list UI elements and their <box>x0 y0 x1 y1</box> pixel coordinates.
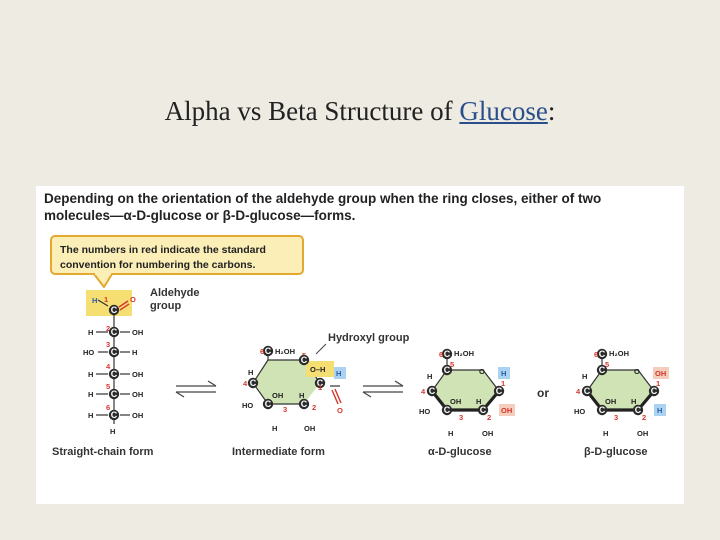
alpha-glucose-label: α-D-glucose <box>428 446 492 458</box>
svg-text:OH: OH <box>132 390 143 399</box>
or-label: or <box>537 386 549 400</box>
svg-text:H: H <box>92 296 97 305</box>
svg-text:H₂OH: H₂OH <box>275 347 295 356</box>
svg-text:OH: OH <box>272 391 283 400</box>
svg-text:HO: HO <box>419 407 430 416</box>
svg-text:OH: OH <box>637 429 648 438</box>
hydroxyl-label: Hydroxyl group <box>328 332 410 344</box>
svg-text:O: O <box>130 295 136 304</box>
title-prefix: Alpha vs Beta Structure of <box>164 96 460 126</box>
svg-text:O: O <box>337 406 343 415</box>
svg-text:4: 4 <box>421 387 426 396</box>
svg-text:H: H <box>582 372 587 381</box>
intermediate-structure: O–H H O 6 H₂OH 5 4 3 2 1 H HO OH H H OH <box>242 345 346 433</box>
svg-text:3: 3 <box>459 413 463 422</box>
svg-text:4: 4 <box>576 387 581 396</box>
svg-text:HO: HO <box>242 401 253 410</box>
svg-text:4: 4 <box>106 362 111 371</box>
svg-text:H: H <box>631 397 636 406</box>
svg-text:2: 2 <box>487 413 491 422</box>
svg-text:1: 1 <box>104 295 108 304</box>
glucose-diagram: C Depending on the orientation of the al… <box>44 191 669 458</box>
caption-line-2: molecules—α-D-glucose or β-D-glucose—for… <box>44 208 355 223</box>
svg-text:H: H <box>88 328 93 337</box>
svg-text:2: 2 <box>642 413 646 422</box>
beta-glucose-label: β-D-glucose <box>584 446 648 458</box>
svg-text:OH: OH <box>605 397 616 406</box>
svg-text:H: H <box>88 411 93 420</box>
straight-chain-structure: H 1 O 2 H OH 3 HO H 4 H OH 5 H OH 6 H OH <box>83 290 143 436</box>
svg-text:OH: OH <box>132 411 143 420</box>
aldehyde-label-line-2: group <box>150 300 181 312</box>
svg-text:OH: OH <box>304 424 315 433</box>
svg-text:H: H <box>299 391 304 400</box>
equilibrium-arrow-1 <box>175 380 217 398</box>
svg-text:H: H <box>501 369 506 378</box>
svg-text:HO: HO <box>83 348 94 357</box>
beta-glucose-structure: O 6 H₂OH 5 4 3 2 1 OH H H HO OH H H OH <box>574 348 669 438</box>
svg-text:3: 3 <box>106 340 110 349</box>
svg-text:4: 4 <box>243 379 248 388</box>
svg-text:1: 1 <box>318 383 322 392</box>
slide-title: Alpha vs Beta Structure of Glucose: <box>0 96 720 127</box>
svg-text:6: 6 <box>260 347 264 356</box>
title-suffix: : <box>547 96 556 126</box>
svg-text:3: 3 <box>614 413 618 422</box>
svg-text:H₂OH: H₂OH <box>454 349 474 358</box>
svg-text:H: H <box>336 369 341 378</box>
svg-text:6: 6 <box>106 403 110 412</box>
svg-text:H: H <box>448 429 453 438</box>
aldehyde-label-line-1: Aldehyde <box>150 287 200 299</box>
svg-text:H: H <box>88 390 93 399</box>
svg-text:O: O <box>634 367 640 376</box>
svg-text:5: 5 <box>450 360 454 369</box>
svg-text:H: H <box>272 424 277 433</box>
svg-text:H: H <box>132 348 137 357</box>
svg-text:OH: OH <box>655 369 666 378</box>
svg-text:H₂OH: H₂OH <box>609 349 629 358</box>
svg-text:H: H <box>603 429 608 438</box>
svg-text:H: H <box>88 370 93 379</box>
svg-text:1: 1 <box>501 379 505 388</box>
svg-text:2: 2 <box>106 324 110 333</box>
svg-text:OH: OH <box>450 397 461 406</box>
svg-text:O: O <box>479 367 485 376</box>
intermediate-label: Intermediate form <box>232 446 325 458</box>
svg-text:6: 6 <box>439 350 443 359</box>
svg-text:6: 6 <box>594 350 598 359</box>
glucose-figure: C Depending on the orientation of the al… <box>36 186 684 504</box>
svg-text:OH: OH <box>501 406 512 415</box>
straight-chain-label: Straight-chain form <box>52 446 154 458</box>
svg-text:5: 5 <box>106 382 110 391</box>
caption-line-1: Depending on the orientation of the alde… <box>44 191 601 206</box>
svg-text:2: 2 <box>312 403 316 412</box>
svg-text:H: H <box>110 427 115 436</box>
callout-line-2: convention for numbering the carbons. <box>60 259 256 271</box>
svg-text:HO: HO <box>574 407 585 416</box>
callout-line-1: The numbers in red indicate the standard <box>60 244 266 256</box>
svg-text:OH: OH <box>132 370 143 379</box>
svg-text:3: 3 <box>283 405 287 414</box>
numbering-callout: The numbers in red indicate the standard… <box>50 235 304 288</box>
svg-text:OH: OH <box>482 429 493 438</box>
svg-text:5: 5 <box>605 360 609 369</box>
svg-text:OH: OH <box>132 328 143 337</box>
glucose-link[interactable]: Glucose <box>459 96 548 126</box>
svg-text:H: H <box>657 406 662 415</box>
hydroxyl-pointer <box>315 343 327 355</box>
alpha-glucose-structure: O 6 H₂OH 5 4 3 2 1 H OH H HO OH H H OH <box>419 348 515 438</box>
svg-text:H: H <box>476 397 481 406</box>
svg-text:H: H <box>427 372 432 381</box>
equilibrium-arrow-2 <box>362 380 404 398</box>
svg-text:H: H <box>248 368 253 377</box>
svg-text:O–H: O–H <box>310 365 325 374</box>
svg-text:1: 1 <box>656 379 660 388</box>
